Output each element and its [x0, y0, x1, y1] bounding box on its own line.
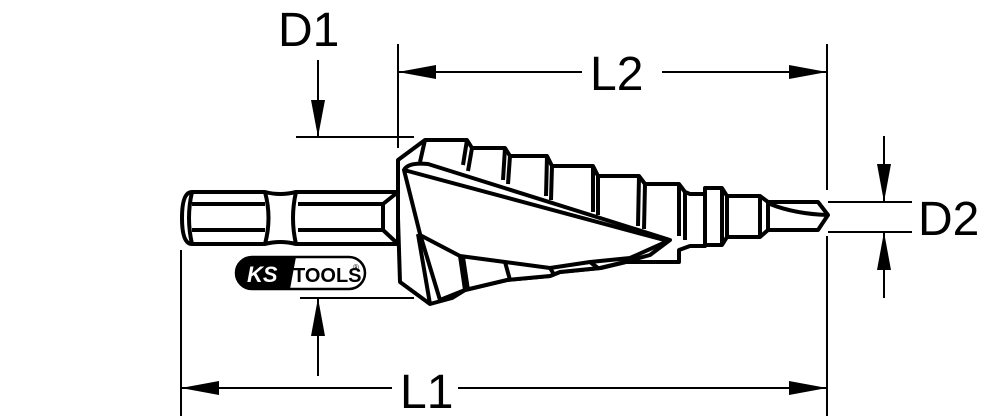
registered-mark: ® [353, 263, 359, 272]
step-cone [396, 138, 707, 306]
label-d1: D1 [278, 4, 339, 57]
dimension-d2: D2 [828, 136, 979, 298]
dimension-l1: L1 [180, 236, 828, 419]
dimension-d1: D1 [278, 4, 414, 376]
ks-tools-logo: KS TOOLS ® [234, 255, 367, 291]
dimension-l2: L2 [397, 44, 828, 190]
logo-ks-text: KS [247, 262, 278, 287]
pilot-tip [703, 186, 830, 247]
label-l1: L1 [400, 366, 453, 419]
label-l2: L2 [590, 48, 643, 101]
label-d2: D2 [918, 193, 979, 246]
logo-tools-text: TOOLS [293, 265, 362, 287]
hex-shank [180, 190, 400, 246]
